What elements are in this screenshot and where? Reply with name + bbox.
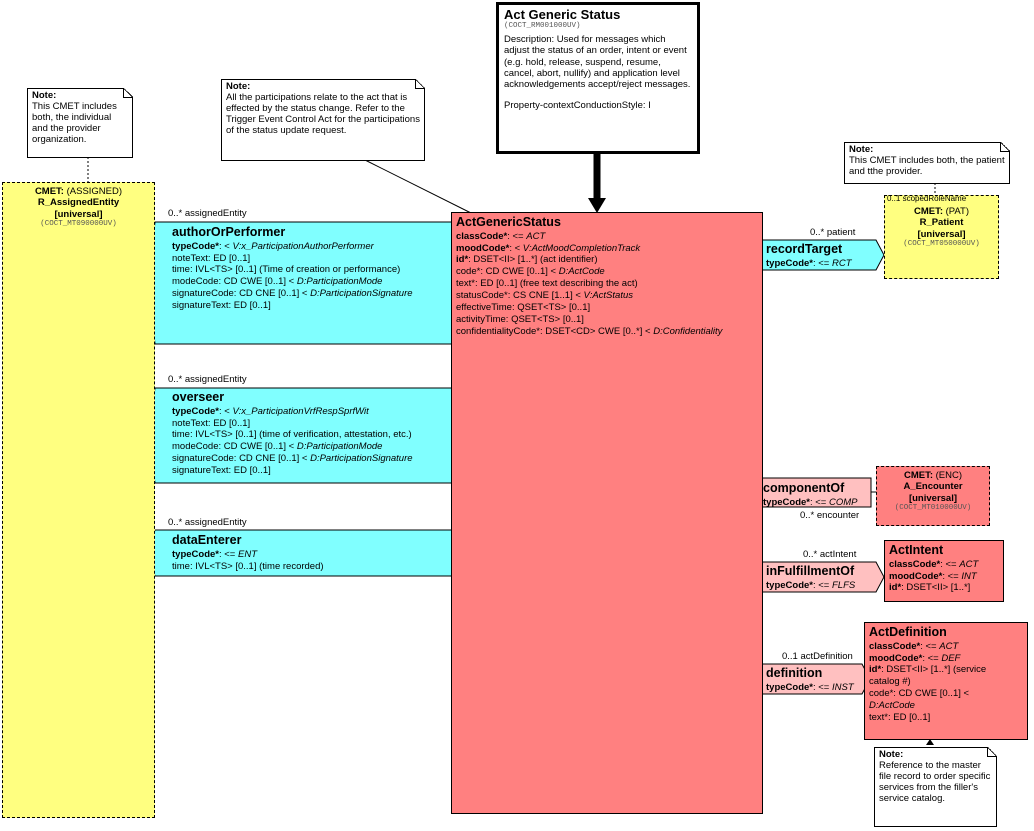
- participation-note: Note: All the participations relate to t…: [221, 79, 425, 161]
- cmet-assigned-entity: CMET: (ASSIGNED) R_AssignedEntity [unive…: [2, 182, 155, 818]
- data-enterer-multiplicity: 0..* assignedEntity: [168, 517, 247, 528]
- class-attribute: classCode*: <= ACT: [456, 230, 546, 242]
- component-of-relationship: componentOf typeCode*: <= COMP: [763, 481, 858, 508]
- class-name: ActGenericStatus: [456, 215, 561, 229]
- note-title: Note:: [226, 81, 251, 92]
- note-text: This CMET includes both, the individual …: [32, 100, 117, 145]
- note-text: This CMET includes both, the patient and…: [849, 154, 1005, 177]
- title-arrowhead: [588, 198, 606, 213]
- in-fulfillment-multiplicity: 0..* actIntent: [803, 549, 857, 560]
- relationship-name: componentOf: [763, 481, 845, 495]
- class-attribute: confidentialityCode*: DSET<CD> CWE [0..*…: [456, 325, 723, 337]
- patient-scoped-role: 0..1 scopedRoleName: [887, 194, 967, 203]
- cmet-flavor: [universal]: [54, 208, 103, 220]
- act-definition-class: ActDefinition classCode*: <= ACT moodCod…: [864, 622, 1028, 740]
- cmet-code: (COCT_MT010000UV): [894, 504, 972, 513]
- class-attribute: code*: CD CWE [0..1] < D:ActCode: [456, 266, 605, 278]
- relationship-name: inFulfillmentOf: [766, 564, 855, 578]
- cmet-code: (COCT_MT050000UV): [903, 240, 980, 249]
- note-title: Note:: [879, 749, 904, 760]
- diagram-description: Description: Used for messages which adj…: [504, 34, 691, 90]
- cmet-name: R_Patient: [919, 217, 964, 229]
- overseer-multiplicity: 0..* assignedEntity: [168, 374, 247, 385]
- act-intent-class: ActIntent classCode*: <= ACT moodCode*: …: [884, 540, 1004, 602]
- overseer-participation: overseer typeCode*: < V:x_ParticipationV…: [172, 390, 413, 476]
- relationship-name: definition: [766, 666, 823, 680]
- note-text: Reference to the master file record to o…: [879, 759, 991, 804]
- author-multiplicity: 0..* assignedEntity: [168, 208, 247, 219]
- participation-name: overseer: [172, 390, 225, 404]
- note-title: Note:: [849, 144, 874, 155]
- class-attribute: moodCode*: < V:ActMoodCompletionTrack: [456, 242, 641, 254]
- cmet-patient: 0..1 scopedRoleName CMET: (PAT) R_Patien…: [884, 194, 999, 279]
- component-of-multiplicity: 0..* encounter: [800, 510, 860, 521]
- diagram-property: Property-contextConductionStyle: I: [504, 100, 651, 112]
- assigned-note: Note: This CMET includes both, the indiv…: [27, 88, 133, 158]
- record-target-participation: recordTarget typeCode*: <= RCT: [766, 242, 852, 269]
- participation-name: dataEnterer: [172, 533, 242, 547]
- diagram-code: (COCT_RM001000UV): [504, 22, 581, 31]
- class-name: ActIntent: [889, 543, 944, 557]
- cmet-name: A_Encounter: [903, 481, 963, 493]
- class-attribute: effectiveTime: QSET<TS> [0..1]: [456, 301, 591, 313]
- title-box: Act Generic Status (COCT_RM001000UV) Des…: [496, 2, 700, 154]
- note-title: Note:: [32, 90, 57, 101]
- participation-name: authorOrPerformer: [172, 225, 286, 239]
- definition-multiplicity: 0..1 actDefinition: [782, 651, 853, 662]
- patient-note: Note: This CMET includes both, the patie…: [844, 142, 1010, 184]
- cmet-code: (COCT_MT090000UV): [40, 220, 117, 229]
- class-name: ActDefinition: [869, 625, 947, 639]
- class-attribute: activityTime: QSET<TS> [0..1]: [456, 313, 584, 325]
- participation-name: recordTarget: [766, 242, 843, 256]
- data-enterer-participation: dataEnterer typeCode*: <= ENT time: IVL<…: [172, 533, 324, 572]
- cmet-encounter: CMET: (ENC) A_Encounter [universal] (COC…: [876, 466, 990, 526]
- diagram-title: Act Generic Status: [504, 7, 621, 22]
- definition-relationship: definition typeCode*: <= INST: [766, 666, 854, 693]
- cmet-name: R_AssignedEntity: [37, 197, 120, 209]
- in-fulfillment-relationship: inFulfillmentOf typeCode*: <= FLFS: [766, 564, 856, 591]
- record-target-multiplicity: 0..* patient: [810, 227, 856, 238]
- class-attribute: statusCode*: CS CNE [1..1] < V:ActStatus: [456, 290, 633, 301]
- class-attribute: text*: ED [0..1] (free text describing t…: [456, 278, 638, 290]
- author-participation: authorOrPerformer typeCode*: < V:x_Parti…: [172, 225, 413, 311]
- note-text: All the participations relate to the act…: [226, 91, 420, 136]
- cmet-flavor: [universal]: [917, 228, 966, 240]
- definition-note: Note: Reference to the master file recor…: [874, 747, 997, 827]
- note-connector: [364, 159, 476, 216]
- class-attribute: id*: DSET<II> [1..*] (act identifier): [456, 254, 598, 266]
- cmet-flavor: [universal]: [908, 492, 958, 504]
